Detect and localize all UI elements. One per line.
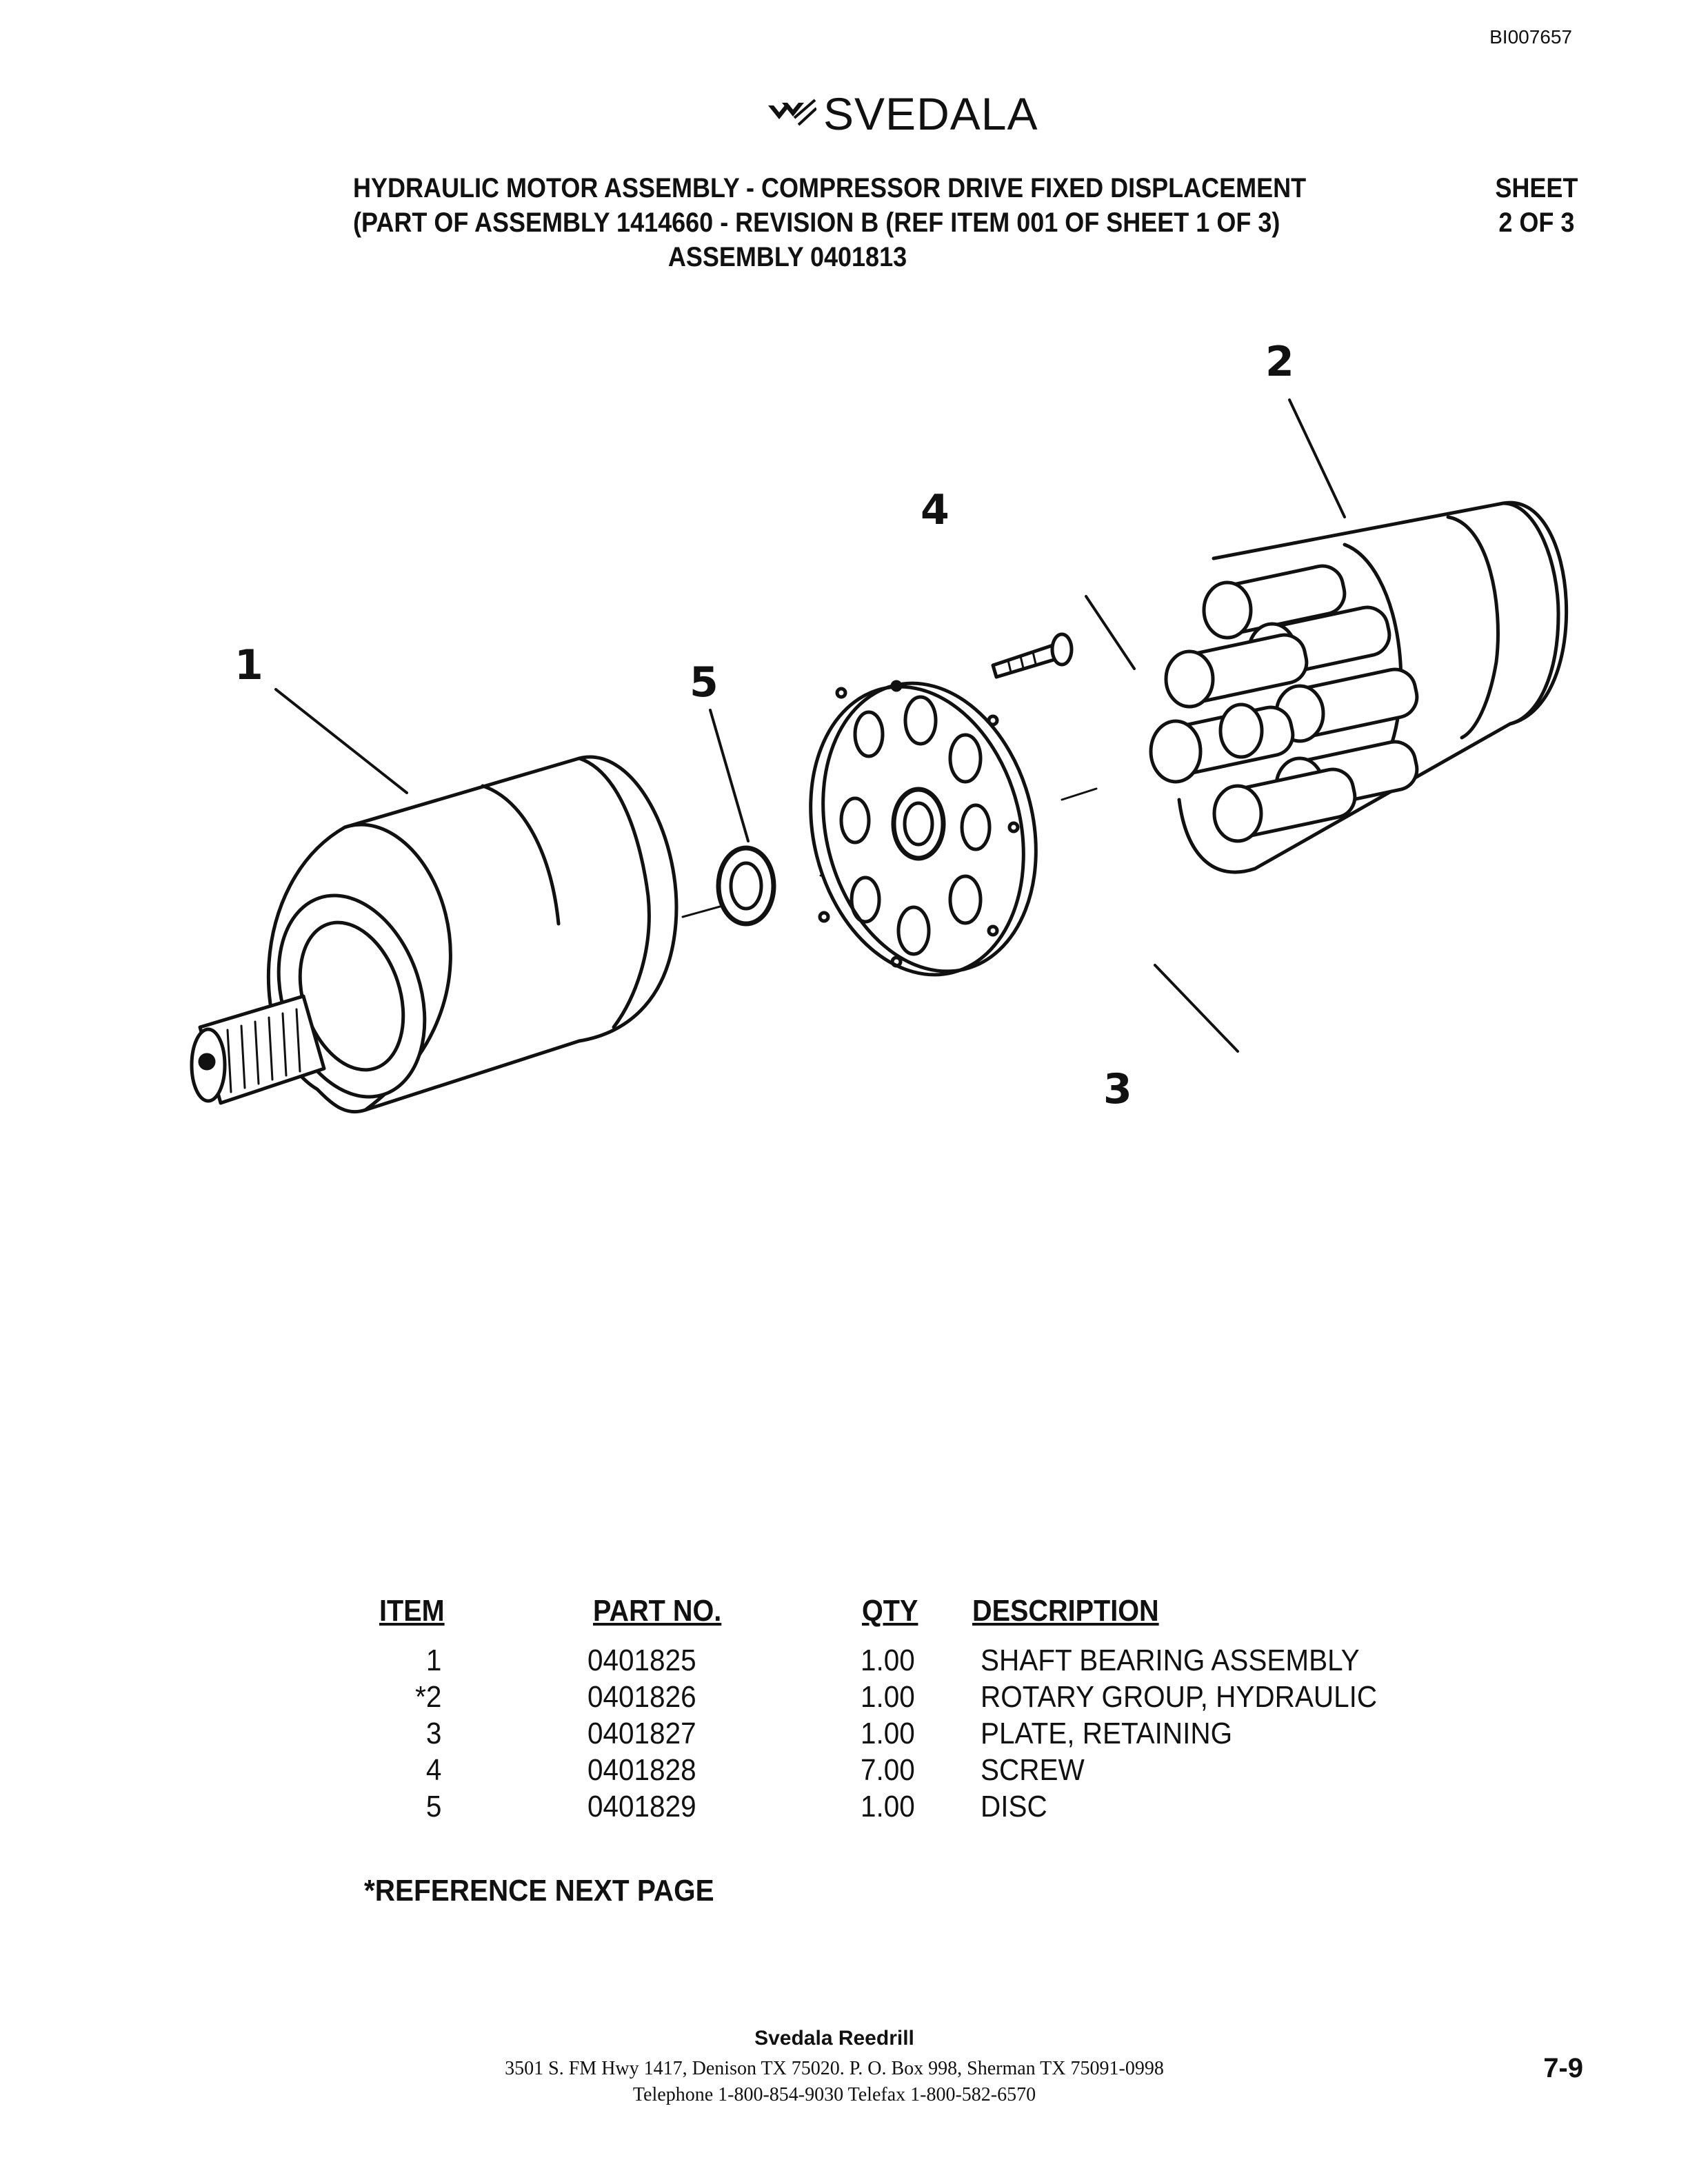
shaft-bearing-assembly: [190, 755, 679, 1114]
row-part-no: 0401825: [587, 1644, 696, 1677]
row-description: SHAFT BEARING ASSEMBLY: [981, 1644, 1360, 1677]
screw: [991, 632, 1074, 679]
footer-company: Svedala Reedrill: [754, 2027, 914, 2050]
footer: Svedala Reedrill 3501 S. FM Hwy 1417, De…: [455, 2027, 1214, 2108]
exploded-view-drawing: 1 2 3 4 5: [190, 338, 1569, 1114]
title-block: HYDRAULIC MOTOR ASSEMBLY - COMPRESSOR DR…: [353, 171, 1307, 274]
row-description: SCREW: [981, 1753, 1085, 1787]
row-item: 5: [425, 1790, 442, 1823]
footer-address: 3501 S. FM Hwy 1417, Denison TX 75020. P…: [505, 2058, 1164, 2079]
title-line-3: ASSEMBLY 0401813: [667, 242, 907, 272]
row-qty: 1.00: [861, 1644, 915, 1677]
header-item: ITEM: [379, 1594, 445, 1628]
header-description: DESCRIPTION: [972, 1594, 1159, 1628]
row-item: 4: [425, 1753, 442, 1787]
sheet-value: 2 OF 3: [1498, 208, 1575, 238]
row-part-no: 0401828: [587, 1753, 696, 1787]
header-part-no: PART NO.: [593, 1594, 722, 1628]
disc: [716, 845, 776, 927]
row-item: 3: [425, 1717, 442, 1750]
row-item: 1: [425, 1644, 442, 1677]
row-description: DISC: [981, 1790, 1047, 1823]
footer-phone: Telephone 1-800-854-9030 Telefax 1-800-5…: [632, 2084, 1036, 2105]
rotary-group-hydraulic: [1149, 501, 1569, 874]
callout-4: 4: [921, 486, 950, 534]
svedala-chevron-icon: [768, 99, 816, 126]
sheet-indicator: SHEET 2 OF 3: [1495, 171, 1578, 240]
row-qty: 1.00: [861, 1790, 915, 1823]
row-description: PLATE, RETAINING: [981, 1717, 1233, 1750]
row-qty: 1.00: [861, 1680, 915, 1714]
row-item: *2: [415, 1680, 442, 1714]
title-line-1: HYDRAULIC MOTOR ASSEMBLY - COMPRESSOR DR…: [353, 173, 1307, 203]
logo-text: SVEDALA: [823, 88, 1038, 139]
row-description: ROTARY GROUP, HYDRAULIC: [981, 1680, 1378, 1714]
row-qty: 7.00: [861, 1753, 915, 1787]
title-line-2: (PART OF ASSEMBLY 1414660 - REVISION B (…: [353, 208, 1280, 238]
callout-5: 5: [690, 658, 719, 707]
callout-1: 1: [234, 641, 263, 689]
sheet-label: SHEET: [1494, 173, 1578, 203]
callout-3: 3: [1103, 1065, 1132, 1113]
page-number: 7-9: [1543, 2053, 1583, 2083]
row-part-no: 0401826: [587, 1680, 696, 1714]
svedala-logo: SVEDALA: [767, 91, 1038, 136]
header-qty: QTY: [862, 1594, 918, 1628]
reference-note: *REFERENCE NEXT PAGE: [364, 1874, 714, 1908]
document-id: BI007657: [1489, 26, 1572, 48]
row-qty: 1.00: [861, 1717, 915, 1750]
row-part-no: 0401827: [587, 1717, 696, 1750]
retaining-plate: [809, 680, 1038, 977]
row-part-no: 0401829: [587, 1790, 696, 1823]
callout-2: 2: [1265, 338, 1294, 386]
